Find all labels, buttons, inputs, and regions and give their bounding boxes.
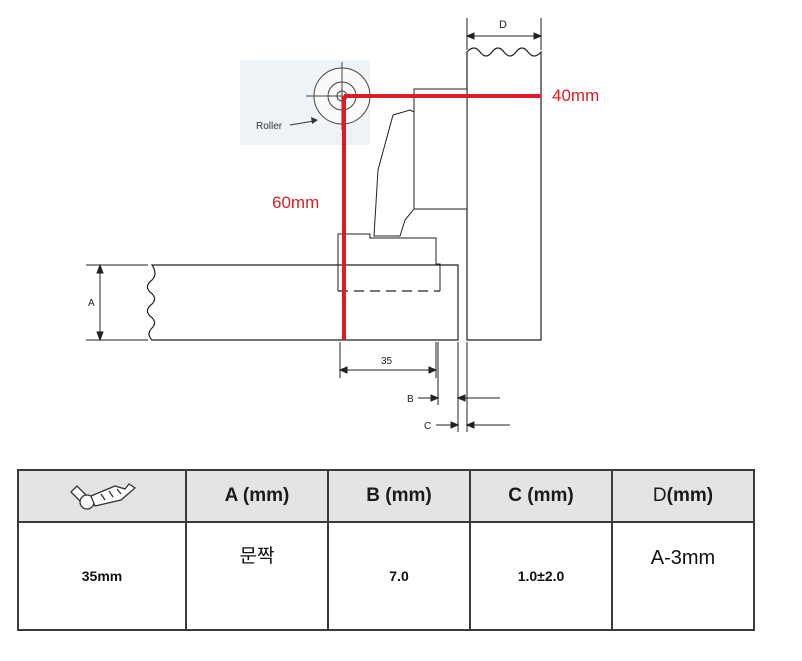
hinge-icon: [70, 483, 137, 510]
b-label: B: [407, 394, 414, 405]
door-panel: [146, 264, 459, 341]
cell-c: 1.0±2.0: [469, 521, 613, 631]
roller-label: Roller: [256, 121, 283, 132]
hinge-arm: [373, 109, 415, 237]
table-row: 35mm 문짝 7.0 1.0±2.0 A-3mm: [17, 521, 755, 631]
cup-distance-dimension: [338, 342, 438, 378]
header-c: C (mm): [469, 469, 613, 523]
cell-hinge: 35mm: [17, 521, 187, 631]
depth-dimension: [465, 18, 543, 50]
cup-distance-label: 35: [381, 356, 393, 367]
door-thickness-label: A: [88, 298, 95, 309]
header-d: D(mm): [611, 469, 755, 523]
cell-b: 7.0: [327, 521, 471, 631]
offset-vertical-label: 60mm: [272, 193, 319, 212]
c-dimension: [436, 342, 510, 432]
table-header-row: A (mm) B (mm) C (mm) D(mm): [17, 469, 755, 523]
offset-lines: [342, 94, 541, 340]
hinge-spec-table: A (mm) B (mm) C (mm) D(mm) 35mm 문짝 7.0 1…: [17, 469, 755, 631]
roller-pointer: [289, 117, 318, 126]
cell-a: 문짝: [185, 521, 329, 631]
header-b: B (mm): [327, 469, 471, 523]
cell-d: A-3mm: [611, 521, 755, 631]
header-hinge: [17, 469, 187, 523]
header-a: A (mm): [185, 469, 329, 523]
header-d-letter: D: [652, 485, 667, 506]
depth-label: D: [499, 19, 507, 31]
header-d-unit: (mm): [666, 485, 714, 506]
hinge-mounting-plate: [413, 88, 468, 210]
c-label: C: [424, 421, 431, 432]
cabinet-side-panel: [466, 47, 542, 341]
b-dimension: [418, 342, 500, 405]
door-thickness-dimension: [86, 263, 148, 342]
hinge-installation-diagram: Roller D A: [86, 18, 599, 432]
offset-horizontal-label: 40mm: [552, 86, 599, 105]
